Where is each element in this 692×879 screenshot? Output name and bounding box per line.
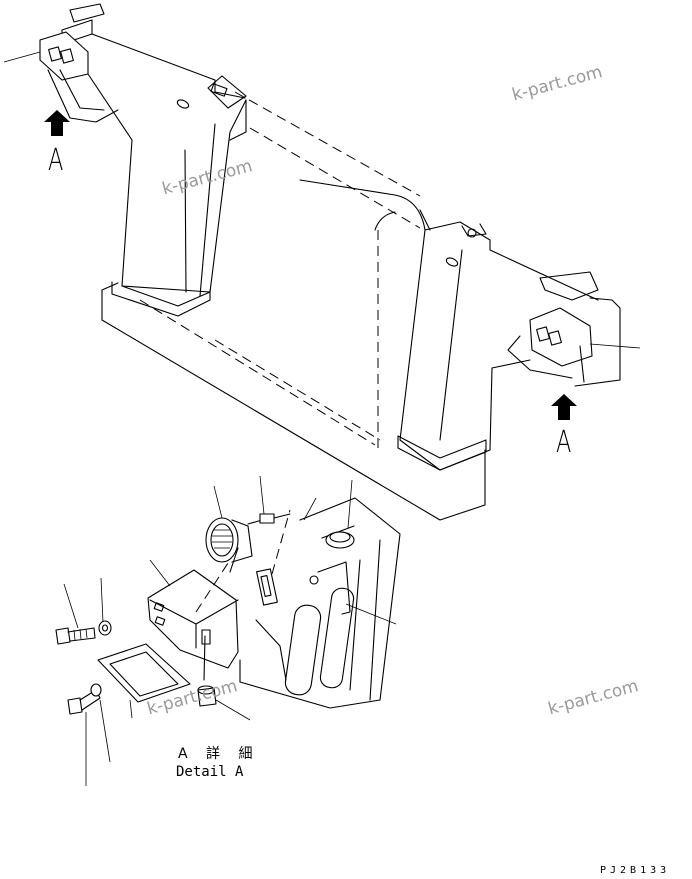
chassis-frame — [101, 91, 486, 521]
detail-a-assembly — [55, 475, 401, 786]
view-label-a-right: A — [556, 425, 572, 460]
right-bracket — [397, 221, 621, 471]
drawing-code: PJ2B133 — [600, 865, 671, 876]
leader-line — [589, 343, 641, 349]
detail-caption-japanese: A 詳 細 — [178, 746, 260, 762]
left-bracket — [39, 3, 247, 317]
leader-line — [3, 51, 41, 63]
detail-caption-english: Detail A — [176, 764, 244, 780]
view-arrow-right-icon — [551, 394, 577, 420]
view-arrow-left-icon — [44, 110, 70, 136]
view-label-a-left: A — [48, 143, 64, 178]
